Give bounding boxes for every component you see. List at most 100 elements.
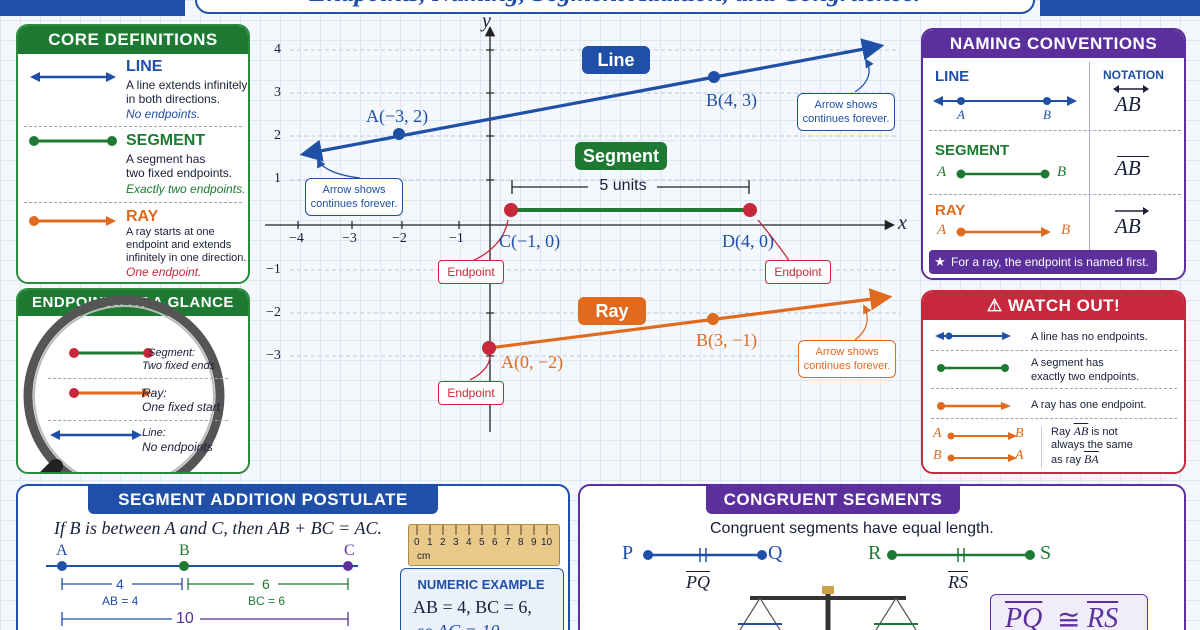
addition-label-A: A: [56, 542, 68, 559]
ruler-mark-8: 8: [518, 537, 524, 548]
divider: [931, 388, 1177, 389]
compare-ray-ab-icon: [947, 432, 1017, 440]
glance-line-icon: [50, 430, 142, 440]
length-bracket: [511, 180, 750, 194]
page-title: Endpoints, Naming, Segment Addition, and…: [197, 0, 1033, 8]
graph-line-label: Line: [582, 46, 650, 74]
core-line-title: LINE: [126, 58, 163, 75]
segment-PQ-icon: [643, 548, 767, 562]
ruler: 0 1 2 3 4 5 6 7 8 9 10 cm: [408, 524, 560, 566]
x-tick-neg1: −1: [449, 231, 464, 246]
core-ray-desc-2: endpoint and extends: [126, 239, 232, 251]
naming-line-label: LINE: [935, 68, 970, 85]
top-right-ornament: [1040, 0, 1200, 16]
divider: [24, 202, 242, 203]
numeric-example-box: NUMERIC EXAMPLE AB = 4, BC = 6, so AC = …: [400, 568, 564, 630]
top-left-ornament: [0, 0, 185, 16]
ruler-mark-2: 2: [440, 537, 446, 548]
label-ray-A: A(0, −2): [501, 352, 564, 372]
core-segment-desc-1: A segment has: [126, 152, 206, 166]
ruler-ticks: [416, 525, 548, 535]
naming-tip-text: For a ray, the endpoint is named first.: [951, 255, 1149, 269]
divider: [929, 194, 1181, 195]
ruler-mark-9: 9: [531, 537, 537, 548]
divider: [931, 418, 1177, 419]
congruence-rs: RS: [1087, 603, 1119, 630]
point-A: [393, 128, 405, 140]
core-line-desc-2: in both directions.: [126, 92, 221, 106]
graph-segment-label: Segment: [575, 142, 667, 170]
congruent-segments-header: CONGRUENT SEGMENTS: [706, 486, 960, 514]
label-P: P: [622, 542, 634, 564]
point-B: [708, 71, 720, 83]
ruler-unit: cm: [417, 551, 431, 562]
segment-notation: AB: [1115, 156, 1141, 180]
ruler-mark-6: 6: [492, 537, 498, 548]
y-tick-neg2: −2: [266, 305, 281, 320]
divider: [24, 126, 242, 127]
core-segment-title: SEGMENT: [126, 132, 206, 149]
label-point-A: A(−3, 2): [366, 106, 429, 126]
compare-ab: AB: [1073, 424, 1089, 438]
numeric-example-line-1: AB = 4, BC = 6,: [413, 597, 532, 617]
endpoint-tag-ray: Endpoint: [438, 381, 504, 405]
congruent-statement: Congruent segments have equal length.: [710, 520, 994, 537]
arrow-callout-ray: Arrow shows continues forever.: [798, 340, 896, 378]
naming-segment-A: A: [937, 164, 947, 180]
y-axis-label: y: [482, 10, 491, 32]
x-tick-neg4: −4: [289, 231, 304, 246]
point-D: [743, 203, 757, 217]
notation-divider: [1089, 62, 1090, 254]
watch-out-title: WATCH OUT!: [1007, 296, 1121, 315]
compare-A-top: A: [933, 426, 942, 441]
core-ray-note: One endpoint.: [126, 265, 202, 279]
label-point-B: B(4, 3): [706, 90, 757, 110]
glance-segment-icon: [69, 348, 153, 358]
star-icon: ★: [934, 254, 946, 269]
line-notation-icon: [1113, 85, 1149, 93]
naming-line-A: A: [957, 107, 965, 122]
label-point-D: D(4, 0): [722, 231, 774, 251]
naming-segment-icon: [956, 169, 1050, 179]
naming-segment-B: B: [1057, 164, 1067, 180]
callout-text-2: continues forever.: [802, 113, 890, 125]
ac-value: 10: [176, 610, 194, 627]
glance-line-desc: No endpoints: [142, 440, 213, 454]
core-segment-desc-2: two fixed endpoints.: [126, 166, 233, 180]
glance-ray-label: Ray:: [142, 386, 167, 400]
divider: [48, 420, 228, 421]
watch-segment-note-1: A segment has: [1031, 357, 1104, 369]
addition-label-C: C: [344, 542, 355, 559]
compare-text-line-2: always the same: [1051, 439, 1133, 451]
bc-label: BC = 6: [248, 594, 286, 608]
watch-out-panel: ⚠ WATCH OUT! A line has no endpoints. A …: [921, 290, 1186, 474]
congruent-segments-panel: CONGRUENT SEGMENTS Congruent segments ha…: [578, 484, 1186, 630]
naming-tip: ★ For a ray, the endpoint is named first.: [929, 250, 1157, 274]
line-icon: [30, 72, 116, 82]
watch-segment-icon: [937, 364, 1009, 372]
endpoint-tag-D: Endpoint: [765, 260, 831, 284]
congruence-statement-box: PQ ≅ RS: [990, 594, 1148, 630]
congruence-pq: PQ: [1005, 603, 1043, 630]
graph-ray-label: Ray: [578, 297, 646, 325]
y-tick-neg3: −3: [266, 348, 281, 363]
y-tick-neg1: −1: [266, 262, 281, 277]
addition-label-B: B: [179, 542, 190, 559]
arrow-callout-line-left: Arrow shows continues forever.: [305, 178, 403, 216]
naming-ray-label: RAY: [935, 202, 966, 219]
y-tick-3: 3: [274, 85, 281, 100]
ray-notation-icon: [1115, 207, 1149, 215]
arrow-callout-line-right: Arrow shows continues forever.: [797, 93, 895, 131]
notation-header: NOTATION: [1103, 68, 1164, 82]
compare-ba: BA: [1084, 452, 1099, 466]
ray-icon: [29, 216, 116, 226]
core-line-note: No endpoints.: [126, 107, 201, 121]
watch-line-icon: [935, 332, 1011, 340]
core-ray-desc-3: infinitely in one direction.: [126, 252, 247, 264]
ruler-mark-10: 10: [541, 537, 553, 548]
bc-value: 6: [262, 576, 270, 592]
naming-line-icon: [933, 96, 1077, 106]
line-notation: AB: [1115, 92, 1141, 116]
point-C: [504, 203, 518, 217]
compare-B-top: B: [1015, 426, 1024, 441]
